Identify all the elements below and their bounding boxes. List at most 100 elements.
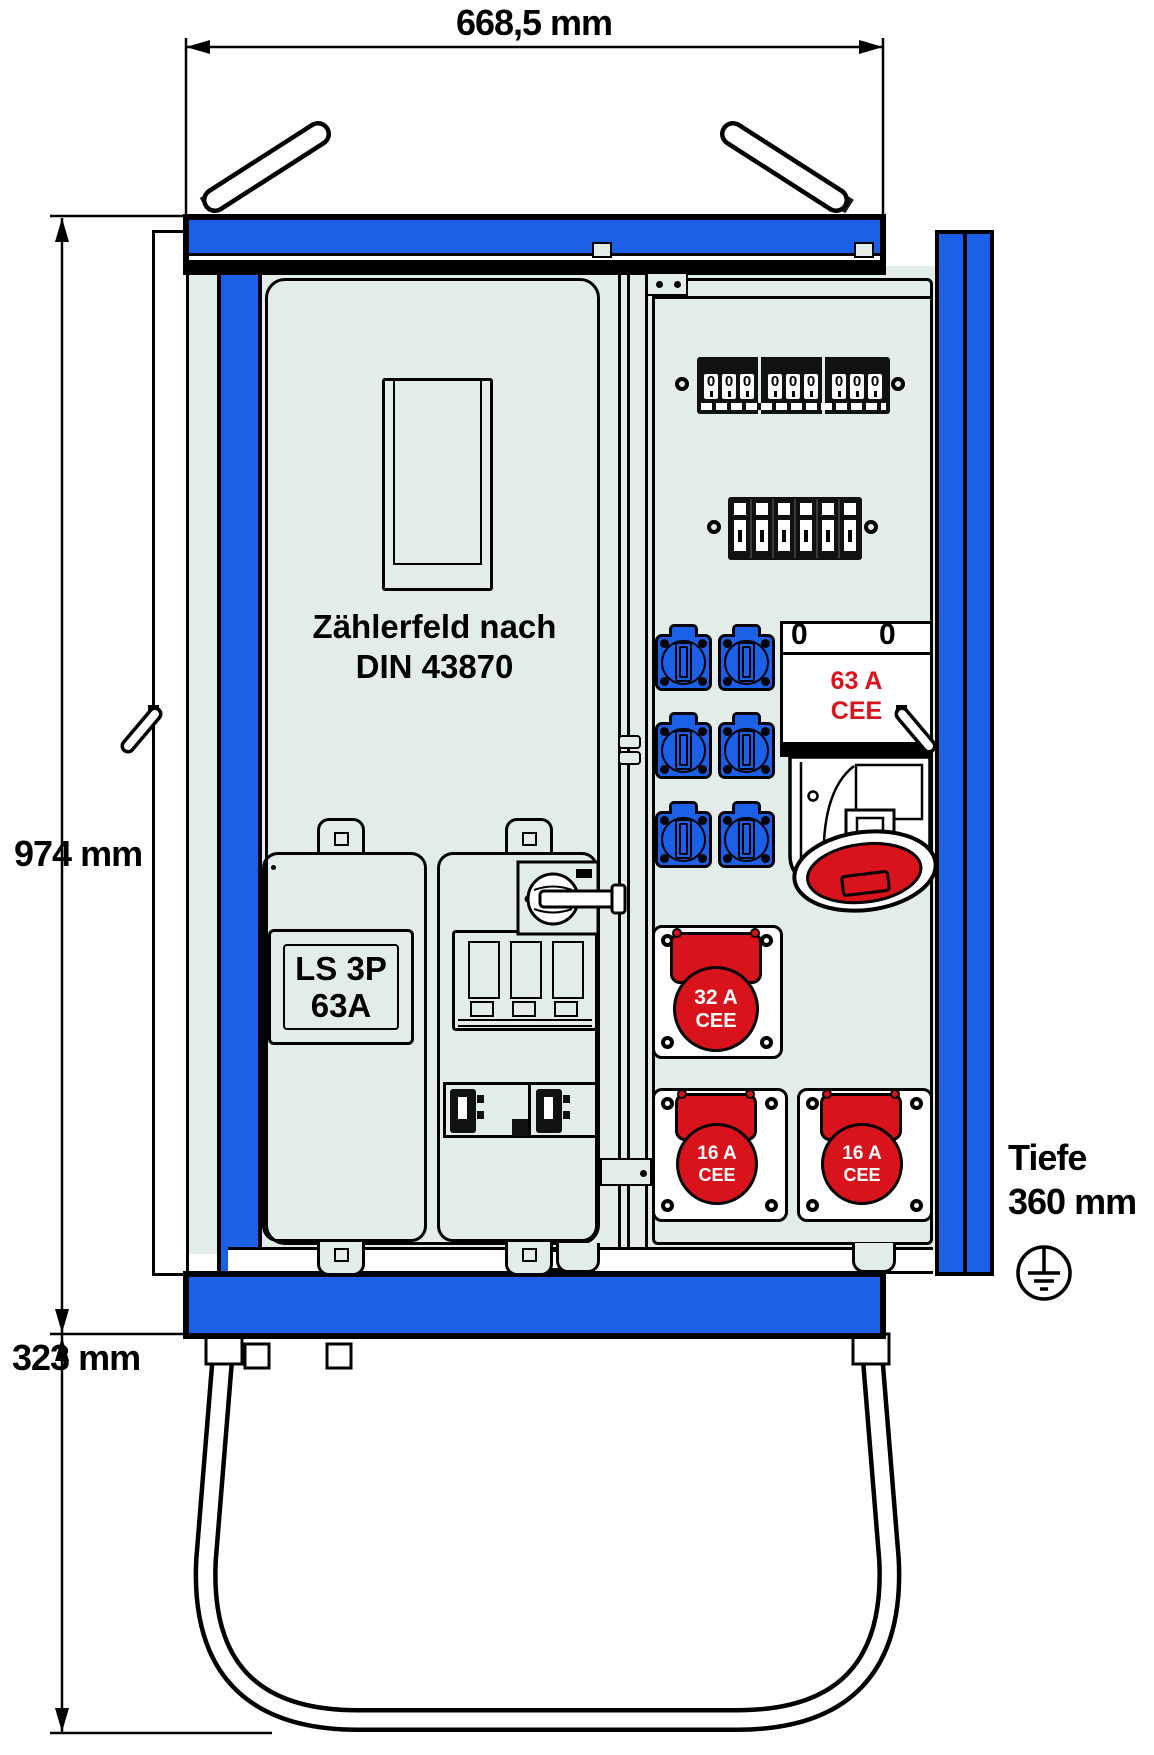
arrow-up-icon [55, 1337, 69, 1361]
schuko-socket [718, 624, 775, 691]
depth-label-line2: 360 mm [1008, 1181, 1137, 1222]
breaker-pole [468, 941, 500, 999]
module-slot [458, 1097, 467, 1119]
contactor-module [450, 1089, 476, 1133]
schuko-socket [655, 624, 712, 691]
width-dimension-lines [184, 38, 885, 214]
breaker-pole [796, 497, 816, 560]
panel-a: LS 3P 63A [262, 852, 427, 1242]
main-breaker-3pole [452, 930, 598, 1031]
screw-dot [640, 1170, 647, 1177]
cee16-type-label: CEE [698, 1164, 736, 1185]
breaker-pole [818, 497, 838, 560]
meter-field-label-line2: DIN 43870 [355, 648, 514, 685]
lifting-handle-icon [199, 121, 854, 214]
breaker-terminal [512, 1001, 536, 1017]
width-dimension-label: 668,5 mm [455, 2, 613, 43]
module-tick [563, 1111, 570, 1119]
cee32-type-label: CEE [695, 1009, 737, 1032]
module-tick [563, 1095, 570, 1103]
tab-hole [334, 832, 349, 846]
right-door-frame [935, 230, 994, 1276]
breaker-terminal [470, 1001, 494, 1017]
cee16-socket-left: 16 A CEE [652, 1088, 788, 1222]
left-door-frame [217, 230, 262, 1276]
module-tick [477, 1095, 484, 1103]
cabinet-bottom-bar [183, 1271, 886, 1339]
module-tick [477, 1111, 484, 1119]
cee16-socket-right: 16 A CEE [797, 1088, 933, 1222]
module-foot [512, 1119, 528, 1136]
bottom-bracket [600, 1158, 652, 1186]
breaker-pole [730, 497, 750, 560]
meter-field-label-line1: Zählerfeld nach [312, 608, 557, 645]
ls-label-line1: LS 3P [295, 950, 387, 987]
ls-breaker-label-frame: LS 3P 63A [268, 929, 414, 1045]
module-box [443, 1082, 600, 1138]
breaker-toggle: 0 [804, 374, 818, 399]
hinge-knuckle [618, 735, 641, 749]
bottom-bar-blue [189, 1277, 880, 1333]
breaker-row-1: 0 0 0 0 0 0 0 0 0 [697, 357, 890, 414]
cee16-amp-label: 16 A [697, 1142, 737, 1164]
schuko-socket [718, 712, 775, 779]
arrow-left-icon [186, 40, 210, 54]
right-panel-bottom-tab [556, 1243, 600, 1273]
left-door-edge [152, 230, 189, 1276]
panel-a-top-tab [317, 818, 365, 852]
breaker-toggle: 0 [740, 374, 754, 399]
cee32-amp-label: 32 A [694, 985, 738, 1009]
module-slot [544, 1097, 553, 1119]
upper-height-dimension-lines [50, 214, 185, 1336]
breaker-toggle: 0 [786, 374, 800, 399]
top-bar-blue [189, 220, 880, 253]
hinge-bracket [646, 272, 688, 296]
cee32-socket: 32 A CEE [652, 925, 783, 1059]
panel-mark: 0 [791, 618, 808, 651]
cee16-amp-label: 16 A [842, 1142, 882, 1164]
breaker-toggle: 0 [768, 374, 782, 399]
meter-window [382, 378, 493, 591]
cee16-type-label: CEE [843, 1164, 881, 1185]
tab-hole [334, 1248, 349, 1262]
breaker-rail [458, 1019, 592, 1027]
schuko-socket [718, 801, 775, 868]
tab-hole [522, 1248, 537, 1262]
breaker-row-2 [728, 497, 862, 560]
screw-dot [271, 865, 276, 870]
tubular-stand-frame [193, 1332, 902, 1732]
arrow-up-icon [55, 218, 69, 242]
cee63-amp-label: 63 A [830, 667, 883, 695]
breaker-toggle: 0 [850, 374, 864, 399]
panel-a-bottom-tab [317, 1242, 365, 1276]
right-panel-rail [652, 296, 933, 299]
cee63-type-label: CEE [830, 697, 883, 725]
breaker-toggle: 0 [832, 374, 846, 399]
earth-ground-icon [1016, 1245, 1072, 1301]
breaker-pole [774, 497, 794, 560]
terminal-dashes [701, 403, 886, 410]
schuko-socket [655, 801, 712, 868]
right-door-frame-seam [963, 234, 967, 1272]
mount-screw [891, 377, 905, 391]
panel-b-bottom-tab [505, 1242, 553, 1276]
breaker-pole [840, 497, 860, 560]
arrow-right-icon [859, 40, 883, 54]
door-divider-line-2 [645, 232, 648, 1250]
upper-height-dimension-label: 974 mm [14, 833, 143, 874]
cee63-label-panel: 0 0 63 A CEE [780, 618, 933, 745]
lower-height-dimension-lines [50, 1335, 272, 1735]
top-screw-tab [854, 242, 874, 258]
mount-screw [864, 520, 878, 534]
panel-divider [783, 652, 930, 655]
breaker-pole [752, 497, 772, 560]
depth-label: Tiefe 360 mm [1008, 1136, 1137, 1224]
breaker-toggle: 0 [704, 374, 718, 399]
breaker-toggle: 0 [722, 374, 736, 399]
breaker-pole [510, 941, 542, 999]
screw-dot [656, 281, 663, 288]
cee63-mount-band [780, 742, 933, 757]
top-bar-seam [189, 256, 880, 260]
